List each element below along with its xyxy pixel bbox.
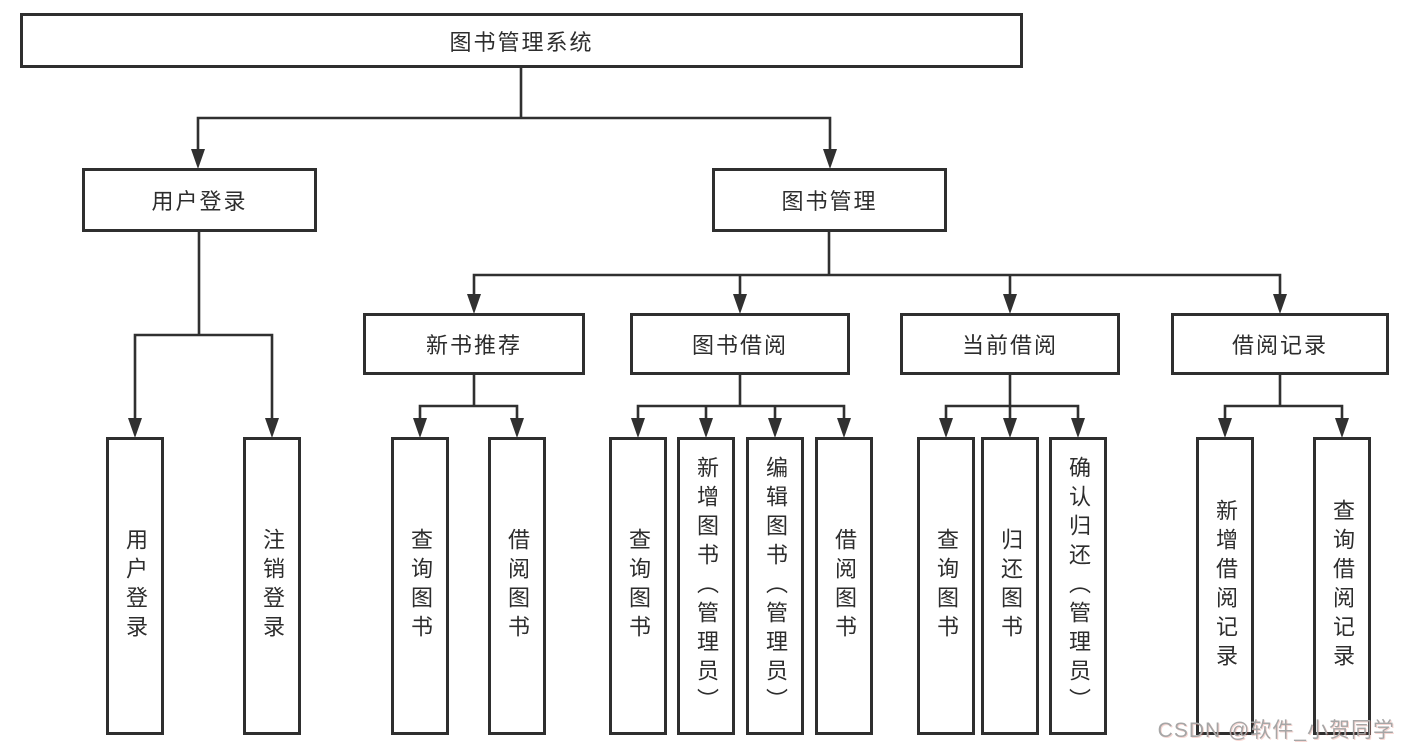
node-bb-add-books-admin: 新增图书（管理员） bbox=[677, 437, 735, 735]
node-cb-return-books: 归还图书 bbox=[981, 437, 1039, 735]
node-br-add-record: 新增借阅记录 bbox=[1196, 437, 1254, 735]
arrowhead-user-login bbox=[191, 149, 205, 169]
connector-level3-bar bbox=[472, 273, 1282, 296]
node-current-borrow: 当前借阅 bbox=[900, 313, 1120, 375]
node-borrow-records-label: 借阅记录 bbox=[1231, 333, 1328, 358]
node-nb-query-books-label: 查询图书 bbox=[408, 528, 433, 644]
node-book-mgmt: 图书管理 bbox=[712, 168, 947, 232]
connector-book-borrow-bar bbox=[636, 404, 846, 420]
node-cb-query-books-label: 查询图书 bbox=[934, 528, 959, 644]
node-book-borrow-label: 图书借阅 bbox=[691, 333, 788, 358]
connector-level2-bar bbox=[196, 116, 832, 150]
node-borrow-records: 借阅记录 bbox=[1171, 313, 1389, 375]
node-bb-borrow-books-label: 借阅图书 bbox=[832, 528, 857, 644]
arrowhead-cur-borrow bbox=[1003, 294, 1017, 314]
arrowhead-bb-edit bbox=[768, 418, 782, 438]
arrowhead-records bbox=[1273, 294, 1287, 314]
csdn-watermark: CSDN @软件_小贺同学 bbox=[1157, 719, 1395, 742]
node-bb-borrow-books: 借阅图书 bbox=[815, 437, 873, 735]
arrowhead-nb-query bbox=[413, 418, 427, 438]
arrowhead-bb-add bbox=[699, 418, 713, 438]
node-user-login-label: 用户登录 bbox=[151, 189, 248, 214]
node-ul-logout-label: 注销登录 bbox=[260, 528, 285, 644]
node-bb-edit-books-admin: 编辑图书（管理员） bbox=[746, 437, 804, 735]
connector-cur-borrow-bar bbox=[944, 404, 1080, 420]
node-current-borrow-label: 当前借阅 bbox=[961, 333, 1058, 358]
node-ul-logout: 注销登录 bbox=[243, 437, 301, 735]
node-br-query-record: 查询借阅记录 bbox=[1313, 437, 1371, 735]
arrowhead-cb-confirm bbox=[1071, 418, 1085, 438]
arrowhead-ul-login bbox=[128, 418, 142, 438]
node-root-label: 图书管理系统 bbox=[449, 29, 594, 55]
arrowhead-br-query bbox=[1335, 418, 1349, 438]
node-nb-borrow-books: 借阅图书 bbox=[488, 437, 546, 735]
arrowhead-cb-query bbox=[939, 418, 953, 438]
arrowhead-new-books bbox=[467, 294, 481, 314]
arrowhead-book-mgmt bbox=[823, 149, 837, 169]
node-bb-add-books-admin-label: 新增图书（管理员） bbox=[694, 455, 719, 717]
node-bb-query-books-label: 查询图书 bbox=[626, 528, 651, 644]
connector-user-login-bar bbox=[133, 333, 274, 420]
node-cb-confirm-return-admin: 确认归还（管理员） bbox=[1049, 437, 1107, 735]
node-nb-query-books: 查询图书 bbox=[391, 437, 449, 735]
node-br-query-record-label: 查询借阅记录 bbox=[1330, 499, 1355, 673]
node-book-borrow: 图书借阅 bbox=[630, 313, 850, 375]
node-bb-edit-books-admin-label: 编辑图书（管理员） bbox=[763, 455, 788, 717]
node-br-add-record-label: 新增借阅记录 bbox=[1213, 499, 1238, 673]
arrowhead-nb-borrow bbox=[510, 418, 524, 438]
arrowhead-ul-logout bbox=[265, 418, 279, 438]
arrowhead-bb-query bbox=[631, 418, 645, 438]
arrowhead-cb-return bbox=[1003, 418, 1017, 438]
arrowhead-br-add bbox=[1218, 418, 1232, 438]
node-user-login: 用户登录 bbox=[82, 168, 317, 232]
node-cb-confirm-return-admin-label: 确认归还（管理员） bbox=[1066, 455, 1091, 717]
node-new-books-label: 新书推荐 bbox=[425, 333, 522, 358]
connector-new-books-bar bbox=[418, 404, 519, 420]
connector-records-bar bbox=[1223, 404, 1344, 420]
node-book-mgmt-label: 图书管理 bbox=[781, 189, 878, 214]
arrowhead-book-borrow bbox=[733, 294, 747, 314]
node-new-books: 新书推荐 bbox=[363, 313, 585, 375]
node-bb-query-books: 查询图书 bbox=[609, 437, 667, 735]
node-cb-return-books-label: 归还图书 bbox=[998, 528, 1023, 644]
node-root: 图书管理系统 bbox=[20, 13, 1023, 68]
node-nb-borrow-books-label: 借阅图书 bbox=[505, 528, 530, 644]
node-cb-query-books: 查询图书 bbox=[917, 437, 975, 735]
node-ul-user-login: 用户登录 bbox=[106, 437, 164, 735]
node-ul-user-login-label: 用户登录 bbox=[123, 528, 148, 644]
arrowhead-bb-borrow bbox=[837, 418, 851, 438]
